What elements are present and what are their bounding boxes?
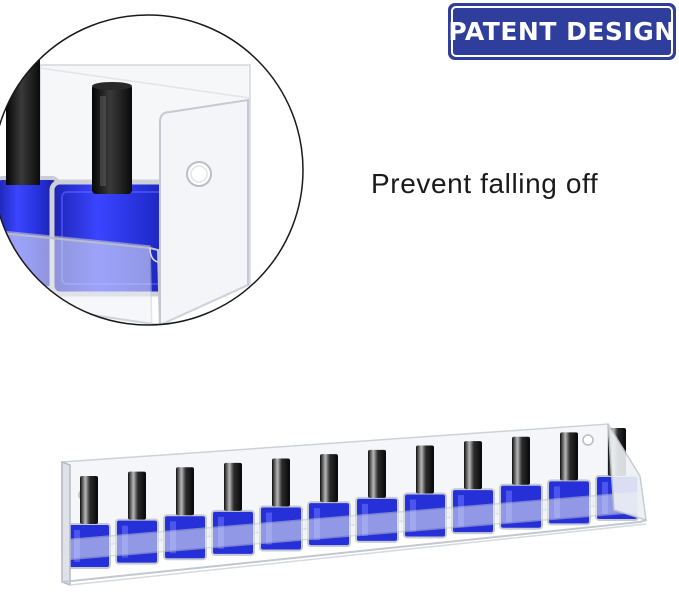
- feature-caption: Prevent falling off: [371, 168, 599, 199]
- bottle-cap: [368, 449, 386, 498]
- bottle-cap: [272, 458, 290, 507]
- bottle-cap: [224, 462, 242, 511]
- bottle-cap: [416, 445, 434, 494]
- bottle-cap: [512, 436, 530, 485]
- badge-border: [451, 6, 673, 57]
- patent-design-badge: PATENT DESIGN: [448, 3, 676, 60]
- bottle-cap: [320, 454, 338, 503]
- bottle-cap: [80, 476, 98, 524]
- badge-label: PATENT DESIGN: [448, 17, 676, 46]
- bottle-cap: [176, 467, 194, 516]
- bottle-cap: [128, 471, 146, 520]
- bottle-cap: [560, 432, 578, 481]
- bottle-cap: [464, 441, 482, 490]
